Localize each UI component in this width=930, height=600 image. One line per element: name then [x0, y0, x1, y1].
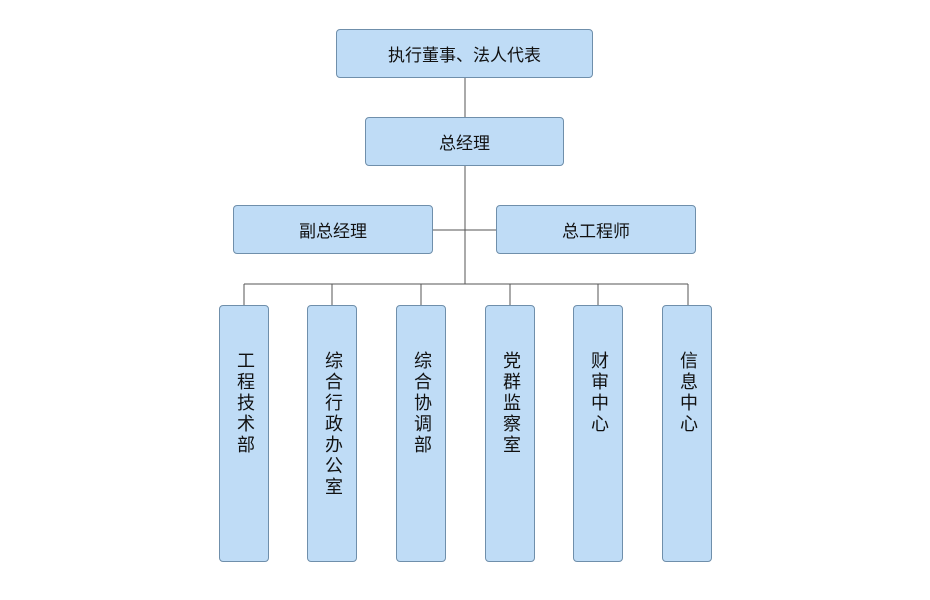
department-label: 综合行政办公室	[322, 351, 343, 498]
node-department-party-supervision: 党群监察室	[485, 305, 535, 562]
node-general-manager-label: 总经理	[439, 134, 490, 154]
node-chief-engineer: 总工程师	[496, 205, 696, 254]
node-department-engineering: 工程技术部	[219, 305, 269, 562]
node-executive-director: 执行董事、法人代表	[336, 29, 593, 78]
node-deputy-general-manager-label: 副总经理	[299, 222, 367, 242]
department-label: 党群监察室	[500, 351, 521, 456]
node-department-coordination: 综合协调部	[396, 305, 446, 562]
node-department-information: 信息中心	[662, 305, 712, 562]
node-department-admin-office: 综合行政办公室	[307, 305, 357, 562]
node-chief-engineer-label: 总工程师	[562, 222, 630, 242]
node-executive-director-label: 执行董事、法人代表	[388, 46, 541, 66]
department-label: 综合协调部	[411, 351, 432, 456]
node-general-manager: 总经理	[365, 117, 564, 166]
node-department-finance-audit: 财审中心	[573, 305, 623, 562]
department-label: 工程技术部	[234, 351, 255, 456]
department-label: 信息中心	[677, 351, 698, 435]
node-deputy-general-manager: 副总经理	[233, 205, 433, 254]
department-label: 财审中心	[588, 351, 609, 435]
